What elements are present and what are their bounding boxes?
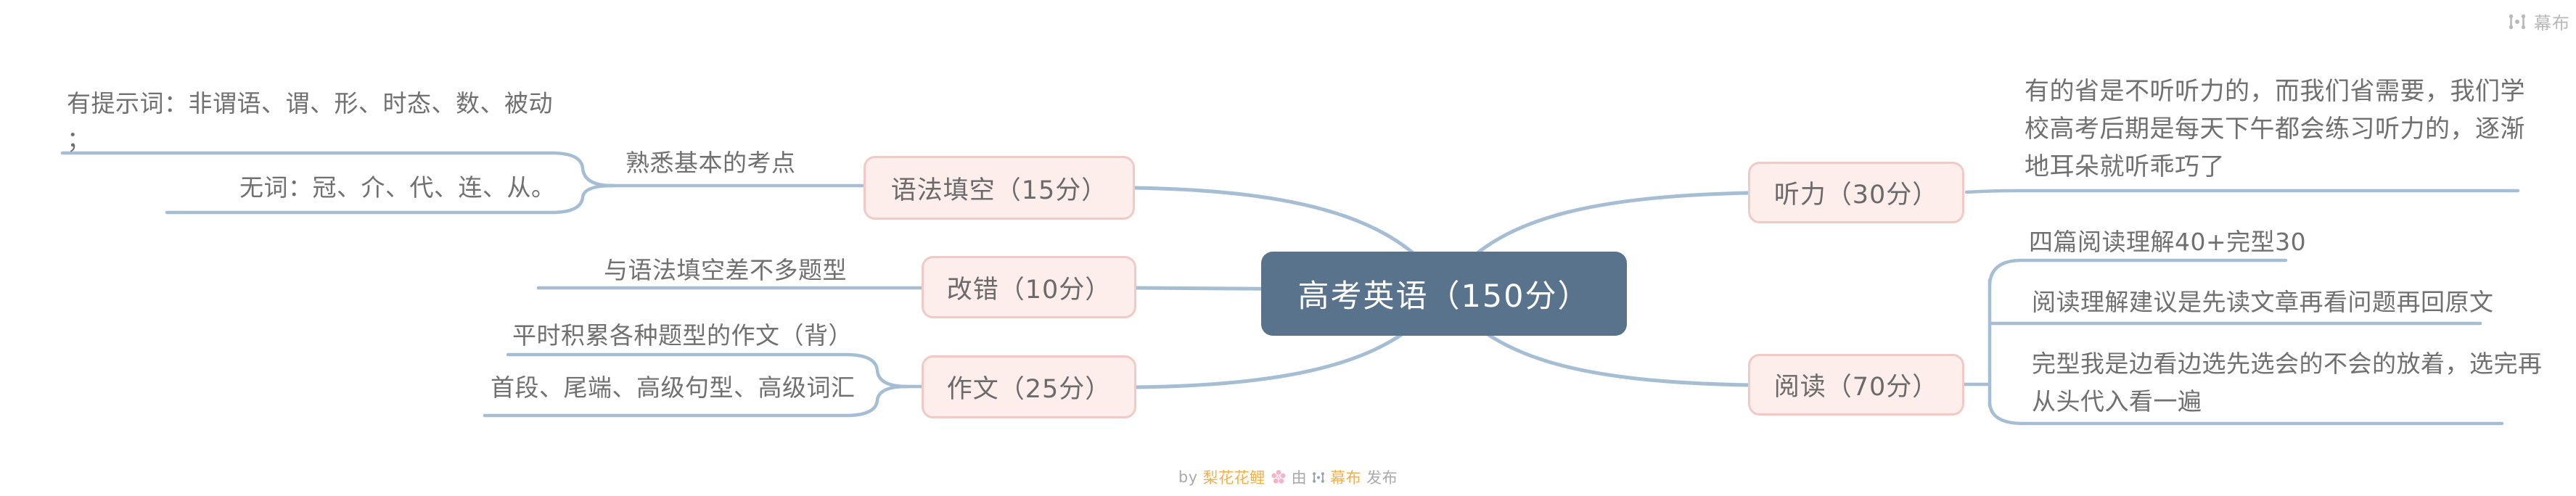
watermark-author: 梨花花鲤 <box>1202 469 1266 487</box>
note-no-word[interactable]: 无词：冠、介、代、连、从。 <box>239 173 556 202</box>
watermark-link[interactable]: by 梨花花鲤 由 <box>0 466 2576 488</box>
underline-hint-words <box>60 151 615 188</box>
topic-error-correction[interactable]: 改错（10分） <box>922 256 1136 318</box>
note-listening-practice[interactable]: 有的省是不听听力的，而我们省需要，我们学校高考后期是每天下午都会练习听力的，逐渐… <box>2025 77 2525 181</box>
note-hint-words[interactable]: 有提示词：非谓语、谓、形、时态、数、被动； <box>67 89 553 154</box>
mubu-logo-icon <box>2508 13 2527 30</box>
watermark-by: by <box>1178 468 1198 486</box>
cherry-blossom-icon <box>1271 469 1287 485</box>
watermark-via: 由 <box>1291 469 1308 487</box>
note-paragraph-tips[interactable]: 首段、尾端、高级句型、高级词汇 <box>491 373 856 402</box>
brand-corner[interactable]: 幕布 <box>2508 9 2570 34</box>
note-four-passages[interactable]: 四篇阅读理解40+完型30 <box>2029 228 2307 256</box>
watermark-brand: 幕布 <box>1330 469 1362 487</box>
note-accumulate-essays[interactable]: 平时积累各种题型的作文（背） <box>512 321 853 350</box>
watermark-publish: 发布 <box>1366 469 1398 487</box>
note-cloze-method[interactable]: 完型我是边看边选先选会的不会的放着，选完再从头代入看一遍 <box>2032 350 2543 416</box>
note-reading-advice[interactable]: 阅读理解建议是先读文章再看问题再回原文 <box>2032 288 2494 316</box>
underline-four-passages <box>1988 258 2288 286</box>
underline-cloze-method <box>1988 401 2504 426</box>
topic-grammar-fill[interactable]: 语法填空（15分） <box>864 156 1135 220</box>
topic-listening[interactable]: 听力（30分） <box>1748 162 1964 223</box>
topic-writing[interactable]: 作文（25分） <box>922 355 1136 418</box>
root-topic[interactable]: 高考英语（150分） <box>1261 252 1627 336</box>
topic-reading[interactable]: 阅读（70分） <box>1748 354 1964 416</box>
underline-no-word <box>165 183 615 215</box>
note-basic-points[interactable]: 熟悉基本的考点 <box>625 149 796 177</box>
underline-listening-note <box>1964 189 2520 194</box>
brand-corner-label: 幕布 <box>2534 13 2570 33</box>
note-similar-type[interactable]: 与语法填空差不多题型 <box>604 256 847 284</box>
mubu-logo-icon-small <box>1312 471 1325 484</box>
underline-paragraphs <box>483 384 909 418</box>
